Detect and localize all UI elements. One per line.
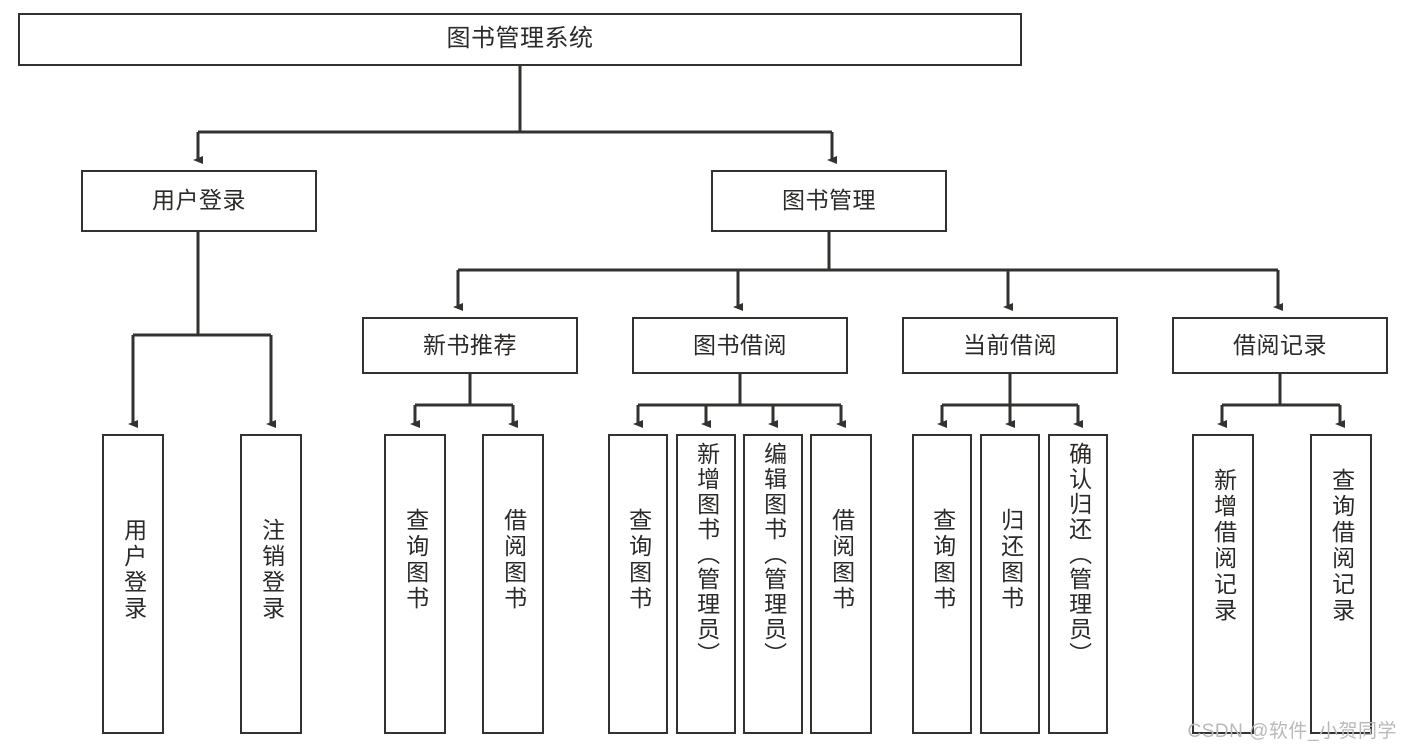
node-borrow-record-label: 借阅记录 bbox=[1233, 331, 1327, 358]
node-root-system[interactable]: 图书管理系统 bbox=[18, 13, 1022, 66]
node-borrow-record[interactable]: 借阅记录 bbox=[1172, 317, 1388, 374]
node-leaf-confirm-return-admin-label: 确认归还（管理员） bbox=[1065, 442, 1092, 667]
node-root-system-label: 图书管理系统 bbox=[446, 25, 594, 53]
node-leaf-add-borrow-record[interactable]: 新增借阅记录 bbox=[1192, 434, 1254, 734]
node-new-book-recommend[interactable]: 新书推荐 bbox=[362, 317, 578, 374]
node-leaf-borrow-book-2-label: 借阅图书 bbox=[828, 508, 855, 612]
node-leaf-query-borrow-record-label: 查询借阅记录 bbox=[1328, 468, 1355, 624]
node-leaf-query-book-2[interactable]: 查询图书 bbox=[608, 434, 668, 734]
node-book-manage[interactable]: 图书管理 bbox=[711, 170, 947, 232]
node-leaf-query-borrow-record[interactable]: 查询借阅记录 bbox=[1310, 434, 1372, 734]
node-leaf-query-book-1[interactable]: 查询图书 bbox=[384, 434, 446, 734]
node-leaf-add-book-admin-label: 新增图书（管理员） bbox=[693, 442, 720, 667]
node-leaf-return-book[interactable]: 归还图书 bbox=[980, 434, 1040, 734]
node-leaf-edit-book-admin-label: 编辑图书（管理员） bbox=[760, 442, 787, 667]
node-leaf-user-login[interactable]: 用户登录 bbox=[102, 434, 164, 734]
node-leaf-logout-login-label: 注销登录 bbox=[258, 518, 285, 622]
node-user-login-label: 用户登录 bbox=[152, 187, 246, 214]
node-book-borrow-label: 图书借阅 bbox=[693, 331, 787, 358]
node-leaf-add-borrow-record-label: 新增借阅记录 bbox=[1210, 468, 1237, 624]
node-new-book-recommend-label: 新书推荐 bbox=[423, 331, 517, 358]
node-leaf-query-book-3-label: 查询图书 bbox=[929, 508, 956, 612]
csdn-watermark: CSDN @软件_小贺同学 bbox=[1187, 721, 1397, 742]
node-leaf-borrow-book-1[interactable]: 借阅图书 bbox=[482, 434, 544, 734]
node-leaf-add-book-admin[interactable]: 新增图书（管理员） bbox=[676, 434, 736, 734]
node-leaf-query-book-3[interactable]: 查询图书 bbox=[912, 434, 972, 734]
node-book-borrow[interactable]: 图书借阅 bbox=[632, 317, 848, 374]
node-leaf-confirm-return-admin[interactable]: 确认归还（管理员） bbox=[1048, 434, 1108, 734]
node-current-borrow-label: 当前借阅 bbox=[963, 331, 1057, 358]
node-book-manage-label: 图书管理 bbox=[782, 187, 876, 214]
node-leaf-query-book-2-label: 查询图书 bbox=[625, 508, 652, 612]
node-leaf-user-login-label: 用户登录 bbox=[120, 518, 147, 622]
node-leaf-query-book-1-label: 查询图书 bbox=[402, 508, 429, 612]
node-leaf-borrow-book-1-label: 借阅图书 bbox=[500, 508, 527, 612]
node-leaf-return-book-label: 归还图书 bbox=[997, 508, 1024, 612]
node-leaf-logout-login[interactable]: 注销登录 bbox=[240, 434, 302, 734]
node-user-login[interactable]: 用户登录 bbox=[81, 170, 317, 232]
node-leaf-edit-book-admin[interactable]: 编辑图书（管理员） bbox=[743, 434, 803, 734]
node-current-borrow[interactable]: 当前借阅 bbox=[902, 317, 1118, 374]
node-leaf-borrow-book-2[interactable]: 借阅图书 bbox=[810, 434, 872, 734]
